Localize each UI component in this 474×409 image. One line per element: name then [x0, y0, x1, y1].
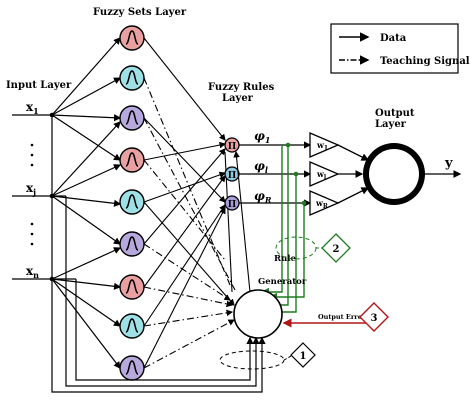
fuzzy-set-node — [119, 189, 145, 215]
fuzzy-set-node — [119, 231, 145, 257]
rule-node-l-symbol: Π — [228, 171, 237, 181]
rule-node-1: Π — [224, 137, 240, 153]
output-y-label: y — [444, 156, 453, 171]
fuzzy-rules-layer-label-2: Layer — [222, 93, 254, 104]
weight-wr: wR — [309, 190, 340, 216]
output-error-label: Output Error — [318, 313, 366, 321]
membership-function-icon — [125, 360, 139, 375]
green-junction-dots — [285, 142, 307, 206]
svg-text:wR: wR — [315, 198, 329, 210]
fuzzy-set-circle — [119, 274, 145, 300]
membership-function-icon — [125, 152, 139, 167]
junction-dots — [49, 112, 55, 282]
fuzzy-set-circle — [119, 105, 145, 131]
fuzzy-set-node — [119, 105, 145, 131]
callout-1: 1 — [219, 342, 316, 370]
callout-3: 3 — [359, 302, 389, 332]
input-xn-label: xn — [26, 264, 39, 280]
input-x1-label: x1 — [26, 100, 39, 116]
svg-text:3: 3 — [371, 313, 378, 324]
fuzzy-set-circle — [119, 25, 145, 51]
membership-function-icon — [125, 70, 139, 85]
svg-text:wl: wl — [316, 169, 327, 181]
fuzzy-set-node — [119, 313, 145, 339]
phi-1-label: φ1 — [254, 129, 270, 145]
membership-function-icon — [125, 279, 139, 294]
membership-function-icon — [125, 194, 139, 209]
fuzzy-set-circle — [119, 189, 145, 215]
fuzzy-set-circle — [119, 147, 145, 173]
input-ellipsis — [30, 143, 34, 246]
output-layer-label-1: Output — [375, 108, 415, 119]
fuzzy-set-node — [119, 25, 145, 51]
phi-l-label: φl — [254, 159, 268, 175]
svg-text:2: 2 — [333, 244, 340, 255]
rule-generator-node — [233, 289, 283, 339]
phi-r-label: φR — [254, 189, 272, 205]
input-layer-label: Input Layer — [6, 80, 72, 91]
teaching-signal-connections — [143, 77, 236, 369]
rule-node-1-symbol: Π — [228, 142, 237, 152]
rule-generator-label-1: Rule — [274, 254, 296, 264]
input-xj-label: xj — [26, 181, 36, 197]
fuzzy-rules-layer-label-1: Fuzzy Rules — [208, 82, 275, 93]
rule-node-r-symbol: Π — [228, 200, 237, 210]
fuzzy-set-node — [119, 65, 145, 91]
legend: Data Teaching Signal — [330, 23, 470, 74]
membership-function-icon — [125, 110, 139, 125]
fuzzy-set-circle — [119, 355, 145, 381]
fuzzy-set-node — [119, 355, 145, 381]
svg-text:1: 1 — [300, 351, 307, 362]
rule-node-l: Π — [224, 166, 240, 182]
fuzzy-set-circle — [119, 65, 145, 91]
svg-text:w1: w1 — [316, 140, 328, 152]
generator-to-rules — [233, 150, 251, 293]
output-layer-label-2: Layer — [375, 119, 407, 130]
membership-function-icon — [125, 318, 139, 333]
legend-data-label: Data — [380, 33, 407, 44]
weight-to-output-connections — [337, 144, 462, 204]
fuzzy-set-circle — [119, 231, 145, 257]
output-node-inner — [369, 149, 419, 199]
weight-w1: w1 — [309, 132, 340, 158]
fuzzy-set-nodes — [119, 25, 145, 381]
weight-wl: wl — [309, 161, 340, 187]
set-to-rule-connections — [143, 37, 227, 369]
rule-node-r: Π — [224, 195, 240, 211]
membership-function-icon — [125, 30, 139, 45]
legend-box — [330, 23, 459, 74]
input-connections — [12, 37, 266, 393]
fuzzy-set-node — [119, 147, 145, 173]
membership-function-icon — [125, 236, 139, 251]
callout-2: 2 — [275, 233, 351, 263]
fuzzy-sets-layer-label: Fuzzy Sets Layer — [93, 7, 187, 18]
rule-to-weight-connections — [239, 141, 312, 207]
fuzzy-set-node — [119, 274, 145, 300]
rule-generator-label-2: Generator — [258, 277, 307, 287]
legend-teaching-label: Teaching Signal — [380, 56, 470, 67]
fuzzy-set-circle — [119, 313, 145, 339]
